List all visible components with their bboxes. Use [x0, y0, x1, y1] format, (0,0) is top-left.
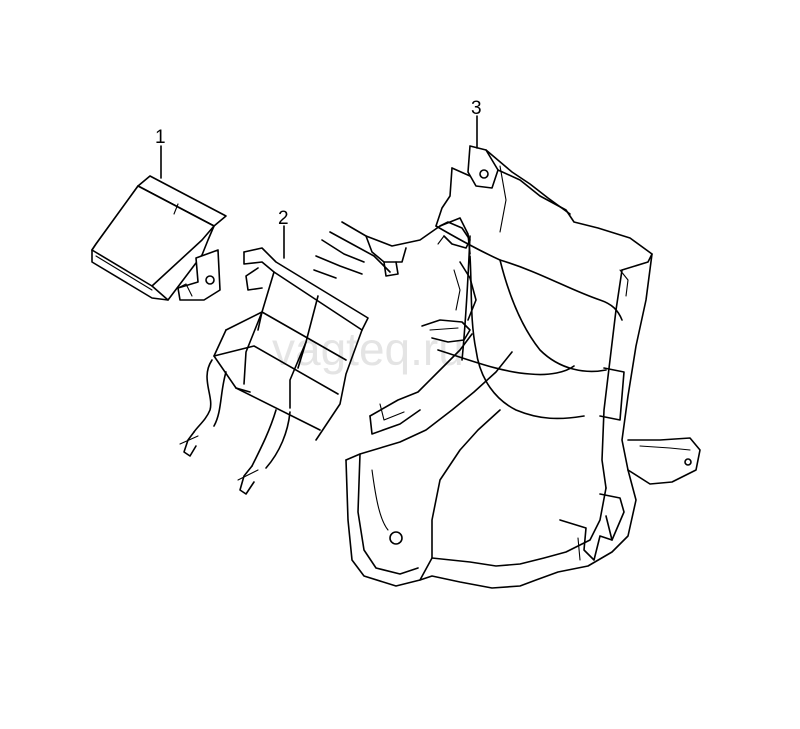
callout-1: 1	[155, 127, 166, 179]
part-3-carrier-housing	[313, 145, 701, 589]
part-1-control-unit	[91, 175, 227, 301]
callout-2-label: 2	[278, 208, 289, 229]
callout-3-label: 3	[471, 98, 482, 119]
callout-2: 2	[278, 208, 289, 259]
part-2-mounting-frame	[179, 247, 369, 495]
callout-1-label: 1	[155, 127, 166, 148]
watermark-text: vagteq.ru	[272, 323, 464, 375]
callout-3: 3	[471, 98, 482, 149]
